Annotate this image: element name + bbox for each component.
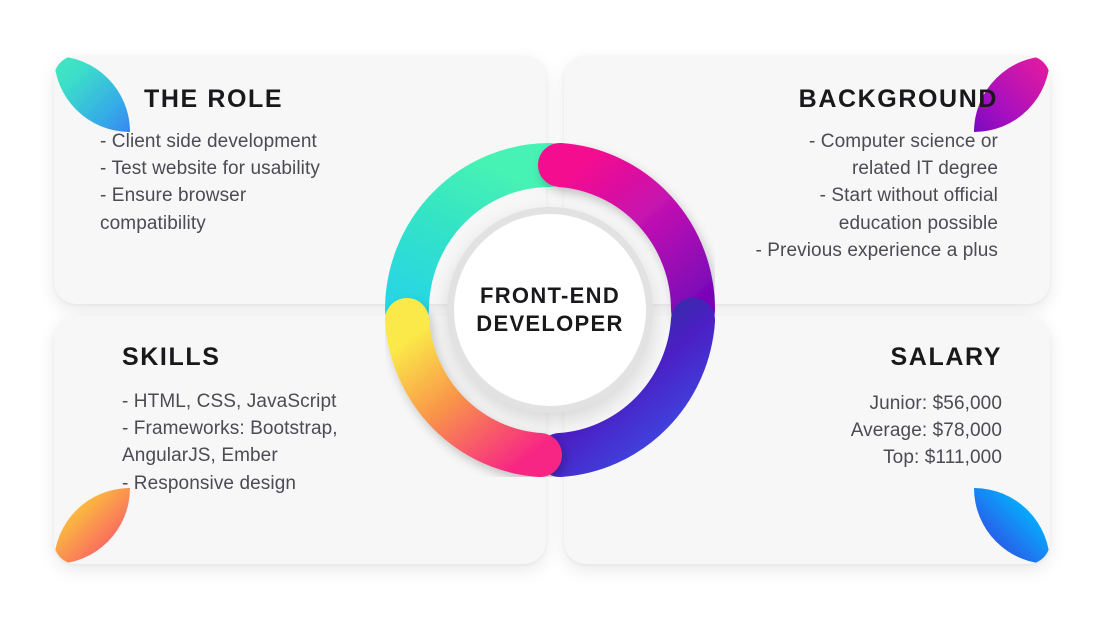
- card-skills-list: - HTML, CSS, JavaScript - Frameworks: Bo…: [122, 388, 510, 497]
- card-background-list: - Computer science or related IT degree …: [578, 128, 998, 265]
- list-item: compatibility: [100, 212, 206, 234]
- list-item: - Start without official: [819, 185, 998, 207]
- card-salary-body: SALARY Junior: $56,000 Average: $78,000 …: [622, 343, 1002, 472]
- list-item: Average: $78,000: [850, 419, 1002, 441]
- list-item: - Ensure browser: [100, 185, 247, 207]
- list-item: - Client side development: [100, 130, 317, 152]
- list-item: AngularJS, Ember: [122, 445, 278, 467]
- list-item: Junior: $56,000: [869, 392, 1002, 414]
- list-item: - Test website for usability: [100, 157, 320, 179]
- list-item: - Previous experience a plus: [755, 239, 998, 261]
- donut-segment-salary: [538, 298, 715, 477]
- card-background-body: BACKGROUND - Computer science or related…: [578, 85, 998, 265]
- card-salary-list: Junior: $56,000 Average: $78,000 Top: $1…: [622, 390, 1002, 472]
- donut-ring-graphic: [385, 143, 715, 477]
- donut-segment-background: [538, 143, 715, 332]
- card-background-title: BACKGROUND: [798, 85, 998, 113]
- card-the-role-body: THE ROLE - Client side development - Tes…: [100, 85, 500, 237]
- donut-segment-skills: [385, 298, 562, 477]
- list-item: Top: $111,000: [883, 447, 1002, 469]
- list-item: - Computer science or: [808, 130, 998, 152]
- hub-center-circle: FRONT-END DEVELOPER: [447, 207, 653, 413]
- card-the-role-list: - Client side development - Test website…: [100, 128, 500, 237]
- donut-segment-role: [385, 143, 572, 332]
- leaf-yellow-pink-icon: [54, 488, 130, 564]
- card-skills-title: SKILLS: [122, 343, 221, 371]
- list-item: - Frameworks: Bootstrap,: [122, 417, 338, 439]
- list-item: - Responsive design: [122, 472, 297, 494]
- list-item: - HTML, CSS, JavaScript: [122, 390, 337, 412]
- hub-title: FRONT-END DEVELOPER: [476, 282, 624, 336]
- center-hub: FRONT-END DEVELOPER: [385, 143, 715, 477]
- card-skills-body: SKILLS - HTML, CSS, JavaScript - Framewo…: [100, 343, 510, 497]
- card-the-role-title: THE ROLE: [144, 85, 284, 113]
- list-item: related IT degree: [851, 157, 998, 179]
- leaf-cyan-violet-icon: [974, 488, 1050, 564]
- card-salary-title: SALARY: [890, 343, 1002, 371]
- list-item: education possible: [838, 212, 998, 234]
